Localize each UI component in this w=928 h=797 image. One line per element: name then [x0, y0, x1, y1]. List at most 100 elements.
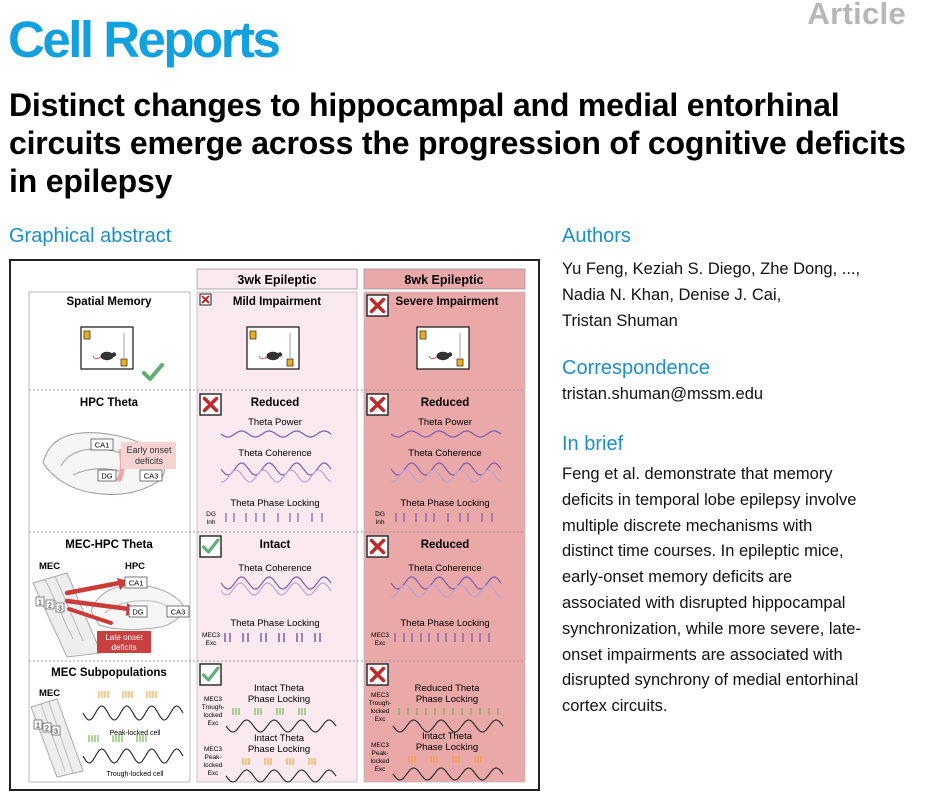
early-onset-label-2: deficits	[135, 456, 164, 466]
label-theta-phase-locking: Theta Phase Locking	[230, 498, 319, 509]
peak-locked-ticks	[408, 756, 482, 763]
cell-label-exc: Exc	[208, 720, 220, 727]
spike-ticks	[224, 633, 321, 642]
author-line[interactable]: Yu Feng, Keziah S. Diego, Zhe Dong, ...,	[562, 260, 861, 278]
in-brief-line: Feng et al. demonstrate that memory	[562, 465, 833, 483]
status-reduced-8wk: Reduced	[421, 397, 470, 409]
late-onset-label-2: deficits	[112, 643, 137, 652]
trough-locked-ticks	[88, 735, 147, 742]
column-header-8wk: 8wk Epileptic	[404, 273, 483, 287]
cross-icon	[365, 293, 390, 318]
correspondence-email[interactable]: tristan.shuman@mssm.edu	[562, 385, 764, 403]
theta-wave	[392, 719, 504, 733]
intact-phase-locking-label: Intact Theta	[254, 683, 305, 694]
peak-locked-ticks	[98, 691, 157, 698]
cell-label-locked: locked	[204, 712, 223, 719]
in-brief-line: synchronization, while more severe, late…	[562, 619, 861, 638]
status-intact-3wk: Intact	[260, 539, 291, 551]
trough-locked-ticks	[232, 708, 306, 715]
label-theta-phase-locking: Theta Phase Locking	[400, 618, 489, 629]
row-label-hpc-theta: HPC Theta	[80, 397, 139, 409]
author-line[interactable]: Tristan Shuman	[562, 311, 678, 330]
check-icon	[142, 363, 164, 381]
theta-power-wave	[390, 430, 502, 438]
mec-label: MEC	[39, 561, 60, 572]
cell-label-peak: Peak-	[205, 754, 222, 761]
graphical-abstract-heading: Graphical abstract	[9, 225, 172, 247]
label-theta-coherence: Theta Coherence	[238, 448, 311, 459]
in-brief-line: early-onset memory deficits are	[562, 568, 793, 587]
cell-label-dg: DG	[375, 511, 385, 518]
in-brief-heading: In brief	[562, 433, 624, 455]
hpc-label: HPC	[125, 561, 145, 572]
region-ca3: CA3	[144, 472, 159, 481]
label-theta-coherence: Theta Coherence	[238, 563, 311, 574]
in-brief-line: multiple discrete mechanisms with	[562, 516, 813, 535]
journal-logo[interactable]: Cell Reports	[8, 11, 281, 68]
cell-label-trough: Trough-	[369, 700, 392, 707]
intact-phase-locking-label: Intact Theta	[254, 733, 305, 744]
theta-power-wave	[220, 430, 332, 438]
cell-label-peak: Peak-	[372, 750, 389, 757]
peak-locked-ticks	[242, 758, 316, 765]
cross-icon	[199, 293, 212, 306]
label-theta-phase-locking: Theta Phase Locking	[400, 498, 489, 509]
region-ca1: CA1	[129, 579, 144, 588]
cell-label-mec3: MEC3	[371, 632, 389, 639]
cell-label-inh: Inh	[206, 519, 215, 526]
coherence-wave-2	[220, 582, 332, 596]
cell-label-exc: Exc	[375, 766, 387, 773]
cell-label-exc: Exc	[375, 640, 387, 647]
cross-icon	[365, 534, 390, 559]
region-ca1: CA1	[95, 441, 110, 450]
layer-3: 3	[58, 606, 62, 613]
in-brief-line: associated with disrupted hippocampal	[562, 593, 846, 612]
label-theta-power: Theta Power	[418, 417, 472, 428]
intact-phase-locking-label-2: Phase Locking	[248, 694, 310, 705]
coherence-wave-2	[390, 584, 502, 598]
coherence-wave-2	[390, 469, 502, 483]
article-title: Distinct changes to hippocampal and medi…	[9, 87, 906, 199]
theta-wave	[392, 767, 504, 781]
check-icon	[198, 534, 223, 559]
late-onset-label: Late onset	[105, 633, 143, 642]
status-severe-impairment: Severe Impairment	[396, 296, 499, 308]
region-dg: DG	[101, 472, 112, 481]
cell-label-mec3: MEC3	[202, 632, 220, 639]
peak-locked-cell-label: Peak-locked cell	[110, 730, 161, 737]
peak-locked-wave	[82, 705, 184, 721]
label-theta-coherence: Theta Coherence	[408, 563, 481, 574]
cell-label-locked: locked	[204, 762, 223, 769]
cross-icon	[198, 392, 223, 417]
author-line[interactable]: Nadia N. Khan, Denise J. Cai,	[562, 285, 782, 304]
cross-icon	[365, 662, 390, 687]
label-theta-power: Theta Power	[248, 417, 302, 428]
mec-hpc-diagram	[32, 572, 184, 658]
cell-label-locked: locked	[371, 758, 390, 765]
label-theta-coherence: Theta Coherence	[408, 448, 481, 459]
trough-locked-ticks	[398, 708, 499, 715]
cell-label-mec3: MEC3	[371, 742, 389, 749]
authors-list: Yu Feng, Keziah S. Diego, Zhe Dong, ...,…	[562, 257, 922, 334]
layer-2: 2	[48, 603, 52, 610]
cell-label-exc: Exc	[206, 640, 218, 647]
coherence-wave-2	[220, 469, 332, 483]
mec-label: MEC	[39, 688, 60, 699]
cell-label-dg: DG	[206, 511, 216, 518]
region-dg: DG	[132, 608, 143, 617]
status-reduced-3wk: Reduced	[251, 397, 300, 409]
cell-label-exc: Exc	[375, 716, 387, 723]
layer-1: 1	[38, 600, 42, 607]
column-header-3wk: 3wk Epileptic	[237, 273, 316, 287]
cell-label-trough: Trough-	[202, 704, 225, 711]
intact-phase-locking-label-2: Phase Locking	[248, 744, 310, 755]
authors-heading: Authors	[562, 225, 631, 247]
check-icon	[198, 662, 223, 687]
in-brief-line: cortex circuits.	[562, 697, 668, 716]
in-brief-line: onset impairments are associated with	[562, 645, 843, 664]
theta-wave	[225, 769, 337, 783]
article-type-label: Article	[807, 0, 906, 31]
cell-label-inh: Inh	[375, 519, 384, 526]
reduced-phase-locking-label-2: Phase Locking	[416, 694, 478, 705]
trough-locked-cell-label: Trough-locked cell	[107, 771, 164, 778]
